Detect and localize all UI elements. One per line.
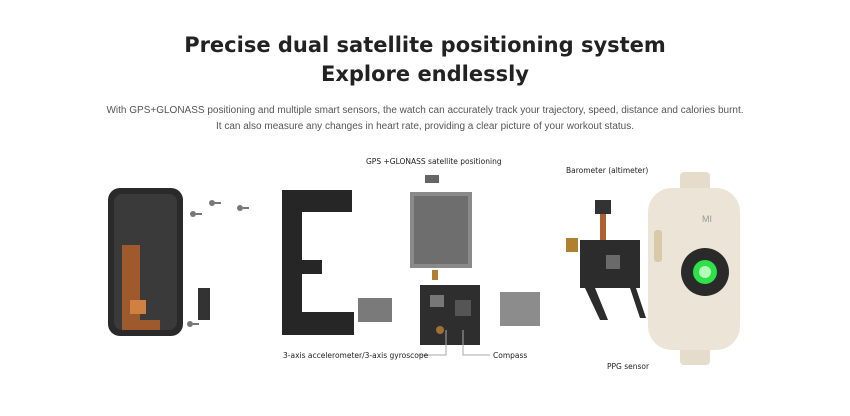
label-compass: Compass [493,351,528,360]
main-board [420,285,480,345]
screws [187,200,249,327]
screen-module [108,188,183,336]
inner-frame [282,190,354,335]
description-line-2: It can also measure any changes in heart… [216,121,634,132]
label-gps: GPS +GLONASS satellite positioning [366,157,502,166]
title-line-2: Explore endlessly [320,62,529,86]
compass-chip [500,292,540,326]
watch-body [648,172,740,365]
leader-lines [418,330,490,356]
label-barometer: Barometer (altimeter) [566,166,649,175]
description-line-1: With GPS+GLONASS positioning and multipl… [106,105,744,116]
label-accelerometer-gyroscope: 3-axis accelerometer/3-axis gyroscope [283,351,429,360]
mi-logo: MI [702,214,712,224]
accelerometer-chip [358,298,392,322]
title-line-1: Precise dual satellite positioning syste… [184,33,666,57]
bracket [198,288,210,320]
gps-chip [425,175,439,183]
gps-antenna [410,192,472,268]
connector [432,270,438,280]
label-ppg-sensor: PPG sensor [607,362,650,371]
barometer-flex-assembly [566,200,646,320]
